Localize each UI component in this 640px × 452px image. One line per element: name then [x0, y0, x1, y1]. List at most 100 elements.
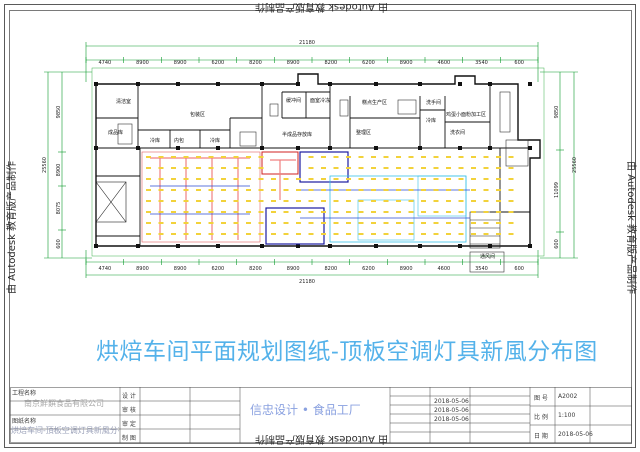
light-fixture — [146, 200, 151, 202]
light-fixture — [208, 211, 214, 213]
light-fixture — [346, 156, 351, 158]
light-fixture — [371, 222, 376, 224]
light-fixture — [221, 167, 226, 169]
light-fixture — [308, 178, 314, 180]
room-label-buffer: 缓冲间 — [286, 97, 301, 104]
light-fixture — [508, 156, 514, 158]
right-seg-3: 600 — [554, 239, 560, 249]
column-mark — [260, 244, 264, 248]
light-fixture — [208, 200, 214, 202]
light-fixture — [371, 189, 376, 191]
light-fixture — [271, 222, 276, 224]
light-fixture — [171, 211, 176, 213]
light-fixture — [233, 222, 239, 224]
bottom-dim-label: 8900 — [400, 266, 413, 272]
light-fixture — [158, 178, 164, 180]
column-mark — [296, 82, 300, 86]
light-fixture — [171, 156, 176, 158]
light-fixture — [433, 167, 439, 169]
right-total-dim: 25560 — [572, 157, 578, 173]
light-fixture — [171, 200, 176, 202]
light-fixture — [458, 189, 464, 191]
light-fixture — [308, 189, 314, 191]
bottom-dim-label: 8200 — [249, 266, 262, 272]
light-fixture — [208, 233, 214, 235]
light-fixture — [146, 167, 151, 169]
light-fixture — [271, 200, 276, 202]
column-mark — [418, 82, 422, 86]
column-mark — [374, 146, 378, 150]
light-fixture — [283, 233, 289, 235]
bottom-dim-label: 6200 — [362, 266, 375, 272]
light-fixture — [158, 222, 164, 224]
light-fixture — [396, 200, 401, 202]
top-dim-label: 3540 — [475, 60, 488, 66]
left-seg-2: 8900 — [56, 164, 62, 177]
light-fixture — [471, 233, 476, 235]
light-fixture — [333, 156, 339, 158]
light-fixture — [483, 211, 489, 213]
top-dim-label: 8900 — [287, 60, 300, 66]
light-fixture — [283, 211, 289, 213]
light-fixture — [246, 189, 251, 191]
light-fixture — [446, 189, 451, 191]
light-fixture — [496, 200, 501, 202]
light-fixture — [433, 156, 439, 158]
top-dim-label: 8900 — [174, 60, 187, 66]
light-fixture — [208, 178, 214, 180]
light-fixture — [258, 178, 264, 180]
light-fixture — [383, 189, 389, 191]
stair-right — [469, 211, 501, 249]
column-mark — [374, 244, 378, 248]
light-fixture — [146, 156, 151, 158]
value-scale: 1:100 — [558, 412, 576, 419]
right-seg-1: 9850 — [554, 106, 560, 119]
stair-left — [95, 181, 127, 223]
light-fixture — [483, 156, 489, 158]
light-fixture — [146, 189, 151, 191]
light-fixture — [221, 211, 226, 213]
light-fixture — [196, 211, 201, 213]
light-fixture — [196, 200, 201, 202]
light-fixture — [471, 156, 476, 158]
light-fixture — [421, 222, 426, 224]
column-mark — [488, 82, 492, 86]
light-fixture — [446, 167, 451, 169]
label-date: 日 期 — [534, 433, 548, 440]
room-labels: 清洁室 包装区 成品库 冷库 冷库 内包 缓冲间 面室冷冻 糕点生产区 半成品存… — [108, 97, 495, 260]
light-fixture — [258, 222, 264, 224]
light-fixture — [321, 178, 326, 180]
outer-frame — [4, 4, 636, 448]
hvac-zone-outlines — [141, 151, 467, 245]
light-fixture — [383, 233, 389, 235]
light-fixture — [396, 167, 401, 169]
bottom-dim-label: 8900 — [136, 266, 149, 272]
light-fixture — [321, 189, 326, 191]
light-fixture — [183, 200, 189, 202]
light-fixture — [233, 156, 239, 158]
light-fixture — [371, 167, 376, 169]
column-mark — [260, 146, 264, 150]
top-dim-label: 8900 — [136, 60, 149, 66]
light-fixture — [358, 233, 364, 235]
light-fixture — [471, 189, 476, 191]
supply-ducts — [150, 157, 296, 240]
room-label-semi: 半成品存放库 — [282, 131, 312, 138]
value-date: 2018-05-06 — [558, 431, 593, 438]
room-label-cake: 糕点生产区 — [362, 99, 387, 106]
light-fixture — [396, 156, 401, 158]
equipment-outlines — [117, 91, 529, 273]
light-fixture — [483, 222, 489, 224]
light-fixture — [483, 233, 489, 235]
label-drawing-no: 图 号 — [534, 395, 548, 402]
room-label-packaging: 包装区 — [190, 111, 205, 118]
light-fixture — [408, 222, 414, 224]
top-dim-label: 4600 — [437, 60, 450, 66]
light-fixture — [221, 200, 226, 202]
light-fixture — [421, 189, 426, 191]
light-fixture — [196, 167, 201, 169]
light-fixture — [196, 233, 201, 235]
title-block: 工程名称 南京鮮饌食品有限公司 图纸名称 烘焙车间-頂板空调灯具新風分布圖 设 … — [10, 387, 632, 443]
light-fixture — [483, 178, 489, 180]
light-fixture — [296, 178, 301, 180]
